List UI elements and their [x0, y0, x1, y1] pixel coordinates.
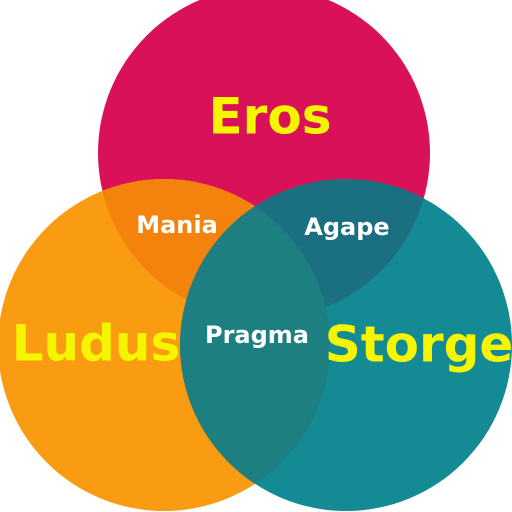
pragma-label: Pragma — [205, 321, 309, 349]
ludus-label: Ludus — [12, 315, 181, 373]
agape-label: Agape — [304, 213, 389, 241]
pragma-overlap-region — [180, 179, 330, 511]
mania-label: Mania — [136, 211, 218, 239]
storge-label: Storge — [325, 316, 512, 374]
eros-label: Eros — [209, 88, 332, 146]
